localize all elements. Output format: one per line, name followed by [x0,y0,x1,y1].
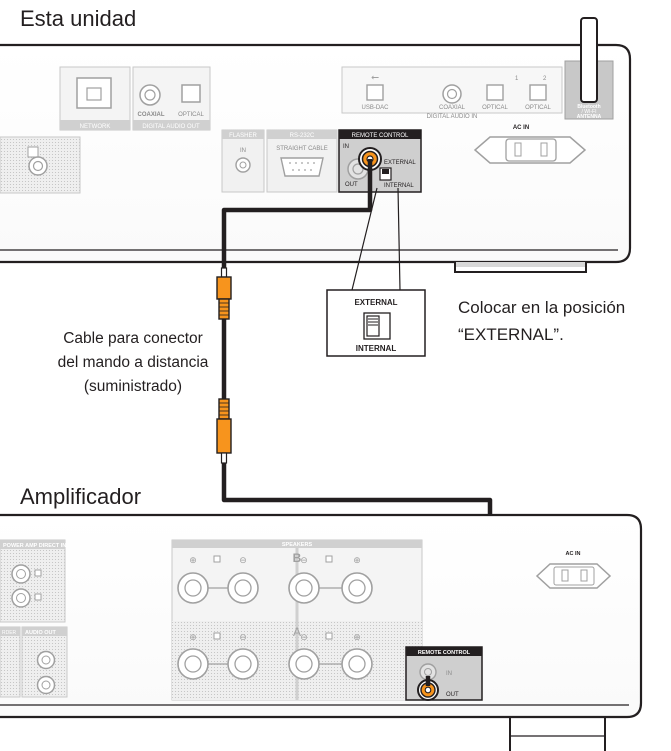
audio-out-label: AUDIO OUT [25,630,57,636]
amp-rc-out-jack-icon [417,679,439,701]
usb-symbol-icon: ⭠ [371,72,379,83]
jack-icon [28,156,48,176]
optical-in-1-label: OPTICAL [482,105,508,111]
callout-external-label: EXTERNAL [354,298,397,307]
wifi-label: / WI-FI [582,109,597,115]
optical-2-number: 2 [543,76,547,82]
speaker-terminal-icon [227,648,259,680]
svg-text:⊖: ⊖ [239,556,247,566]
amp-rc-in-label: IN [446,671,452,677]
unit-rc-out-label: OUT [345,182,358,188]
bluetooth-label: Bluetooth [577,104,600,110]
usb-port-icon [366,84,384,101]
optical-1-number: 1 [515,76,519,82]
recorder-label: RDER [2,630,17,636]
switch-caption-line-2: “EXTERNAL”. [458,325,564,344]
cable-caption-line-3: (suministrado) [83,378,183,395]
flasher-in-label: IN [240,148,246,154]
svg-text:⊕: ⊕ [189,556,197,566]
unit-rc-internal-label: INTERNAL [384,183,414,189]
coaxial-in-jack-icon [442,84,462,104]
switch-callout: EXTERNAL INTERNAL [326,187,426,357]
usb-dac-label: USB-DAC [361,105,389,111]
coaxial-jack-icon [139,84,161,106]
speaker-b-label: B [293,551,302,565]
speaker-a-label: A [293,625,301,639]
flasher-label: FLASHER [229,133,257,139]
unit-rear-panel: NETWORK DIGITAL AUDIO OUT COAXIAL OPTICA… [0,17,632,273]
flasher-jack-icon [235,157,251,173]
svg-text:⊕: ⊕ [353,556,361,566]
switch-caption: Colocar en la posición “EXTERNAL”. [458,294,670,348]
speaker-terminal-icon [341,572,373,604]
cable-caption-line-1: Cable para conector [63,330,203,347]
audio-out-l-jack-icon [36,650,56,670]
amp-rc-out-label: OUT [446,692,459,698]
svg-text:⊕: ⊕ [353,633,361,643]
coaxial-in-label: COAXIAL [439,105,466,111]
cable-plug-icon [216,398,232,464]
svg-text:⊕: ⊕ [189,633,197,643]
svg-text:⊖: ⊖ [300,556,308,566]
digital-audio-in-label: DIGITAL AUDIO IN [427,114,478,120]
speaker-terminal-icon [177,572,209,604]
cable-caption: Cable para conector del mando a distanci… [48,327,218,399]
speaker-terminal-icon [288,572,320,604]
power-amp-direct-in-label: POWER AMP DIRECT IN [3,543,66,549]
rs232c-label: RS-232C [290,133,315,139]
antenna-label: ANTENNA [577,114,602,120]
callout-internal-label: INTERNAL [356,344,397,353]
optical-in-2-label: OPTICAL [525,105,551,111]
speaker-terminal-icon [227,572,259,604]
amplifier-rear-panel: POWER AMP DIRECT IN RDER AUDIO OUT SPEAK… [0,513,643,751]
svg-text:⊖: ⊖ [239,633,247,643]
svg-text:⊖: ⊖ [300,633,308,643]
amplifier-heading: Amplificador [20,484,142,509]
speaker-terminal-icon [288,648,320,680]
audio-out-r-jack-icon [36,675,56,695]
optical-in-2-icon [529,84,547,101]
unit-rc-in-label: IN [343,144,349,150]
unit-remote-control-label: REMOTE CONTROL [352,133,409,139]
speaker-terminal-icon [177,648,209,680]
network-label: NETWORK [80,124,111,130]
speakers-label: SPEAKERS [282,542,313,548]
cable-caption-line-2: del mando a distancia [57,354,209,371]
optical-in-1-icon [486,84,504,101]
optical-port-icon [181,84,201,103]
cable-plug-icon [216,267,232,320]
pre-in-l-jack-icon [11,564,31,584]
unit-ac-in-label: AC IN [513,125,529,131]
unit-heading: Esta unidad [20,6,137,31]
speaker-terminal-icon [341,648,373,680]
switch-caption-line-1: Colocar en la posición [458,298,626,317]
antenna-icon [580,17,598,103]
amp-remote-control-label: REMOTE CONTROL [418,650,471,656]
amp-ac-in-label: AC IN [566,551,581,557]
digital-audio-out-label: DIGITAL AUDIO OUT [142,124,200,130]
unit-rc-external-label: EXTERNAL [384,160,416,166]
serial-port-icon [280,157,324,177]
optical-label: OPTICAL [178,112,204,118]
pre-in-r-jack-icon [11,588,31,608]
straight-cable-label: STRAIGHT CABLE [276,146,328,152]
coaxial-label: COAXIAL [138,112,165,118]
